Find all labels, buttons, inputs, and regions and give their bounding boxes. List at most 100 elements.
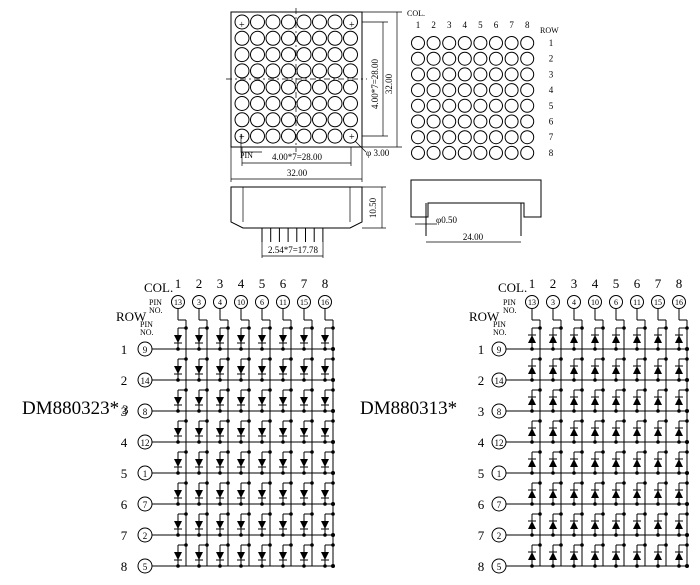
junction-dot: [323, 502, 327, 506]
junction-dot: [268, 450, 272, 454]
junction-dot: [184, 357, 188, 361]
junction-dot: [551, 347, 555, 351]
led-diode: [195, 428, 203, 436]
junction-dot: [281, 564, 285, 568]
junction-dot: [635, 440, 639, 444]
map-col-number: 4: [463, 20, 468, 30]
junction-dot: [580, 326, 584, 330]
led-diode: [300, 490, 308, 498]
led-diode: [300, 459, 308, 467]
front-view: + + + + PIN 4.00*7=28.00 32.00 4.00*7=28…: [226, 8, 402, 182]
map-row-number: 6: [549, 117, 554, 127]
map-led-dot: [473, 98, 488, 113]
led-diode: [279, 335, 287, 343]
junction-dot: [643, 419, 647, 423]
col-number: 2: [196, 276, 203, 291]
junction-dot: [310, 481, 314, 485]
junction-dot: [559, 419, 563, 423]
junction-dot: [664, 450, 668, 454]
led-dot: [265, 128, 281, 144]
map-led-dot: [489, 130, 503, 145]
junction-dot: [635, 471, 639, 475]
junction-dot: [643, 357, 647, 361]
junction-dot: [622, 450, 626, 454]
map-led-dot: [442, 98, 457, 113]
junction-dot: [226, 419, 230, 423]
junction-dot: [239, 347, 243, 351]
junction-dot: [302, 471, 306, 475]
junction-dot: [551, 564, 555, 568]
led-diode: [300, 552, 308, 560]
junction-dot: [538, 388, 542, 392]
junction-dot: [677, 533, 681, 537]
col-pin-circle: [567, 295, 581, 309]
row-title: ROW: [116, 309, 147, 324]
led-dot: [312, 63, 327, 79]
led-dot: [234, 112, 250, 128]
junction-dot: [580, 357, 584, 361]
junction-dot: [656, 347, 660, 351]
led-diode: [237, 397, 245, 405]
led-diode: [612, 428, 620, 436]
pin-no-label: PIN: [493, 320, 506, 329]
junction-dot: [572, 471, 576, 475]
junction-dot: [310, 326, 314, 330]
col-pin-circle: [525, 295, 539, 309]
led-diode: [216, 521, 224, 529]
junction-dot: [260, 378, 264, 382]
led-diode: [195, 397, 203, 405]
led-diode: [216, 552, 224, 560]
junction-dot: [205, 543, 209, 547]
row-number: 3: [478, 404, 485, 419]
junction-dot: [551, 409, 555, 413]
junction-dot: [614, 378, 618, 382]
led-diode: [174, 521, 182, 529]
col-pin-circle: [630, 295, 644, 309]
led-diode: [633, 335, 641, 343]
led-diode: [300, 521, 308, 529]
led-dot: [296, 47, 312, 63]
junction-dot: [677, 564, 681, 568]
map-row-number: 2: [549, 54, 554, 64]
led-dot: [312, 112, 327, 128]
junction-dot: [289, 326, 293, 330]
junction-dot: [677, 409, 681, 413]
row-number: 3: [121, 404, 128, 419]
junction-dot: [559, 543, 563, 547]
junction-dot: [176, 502, 180, 506]
led-diode: [300, 428, 308, 436]
junction-dot: [323, 471, 327, 475]
row-number: 5: [121, 466, 128, 481]
map-led-dot: [473, 145, 488, 160]
junction-dot: [226, 481, 230, 485]
junction-dot: [205, 388, 209, 392]
row-pin-number: 12: [495, 438, 504, 448]
junction-dot: [260, 440, 264, 444]
led-dot: [327, 63, 343, 79]
junction-dot: [289, 450, 293, 454]
led-dot: [281, 63, 296, 79]
map-col-number: 1: [416, 20, 421, 30]
junction-dot: [685, 326, 689, 330]
junction-dot: [593, 378, 597, 382]
col-pin-circle: [213, 295, 227, 309]
led-dot: [296, 96, 312, 111]
junction-dot: [310, 543, 314, 547]
junction-dot: [656, 533, 660, 537]
col-pin-number: 4: [572, 298, 576, 307]
junction-dot: [572, 502, 576, 506]
led-dot: [281, 14, 296, 30]
led-diode: [591, 552, 599, 560]
led-diode: [528, 521, 536, 529]
led-diode: [633, 459, 641, 467]
row-number: 4: [478, 435, 485, 450]
led-dot: [265, 79, 281, 95]
led-dot: [250, 79, 265, 95]
led-dot: [281, 128, 296, 144]
map-col-number: 6: [494, 20, 499, 30]
led-diode: [258, 459, 266, 467]
row-title: ROW: [469, 309, 500, 324]
col-pin-number: 3: [551, 298, 555, 307]
